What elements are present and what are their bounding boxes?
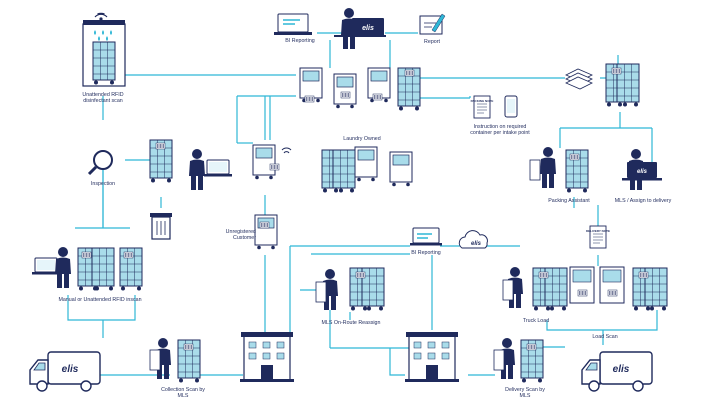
label-manual-rfid: Manual or Unattended RFID inscan	[58, 297, 142, 303]
worker-inspection-laptop	[189, 149, 233, 190]
delivery-scan-group	[493, 338, 544, 383]
packing-note-doc: PACKING NOTE	[471, 95, 494, 119]
label-mls-onroute: MLS On-Route Reassign	[321, 320, 381, 326]
label-load-scan: Load Scan	[592, 334, 618, 340]
svg-text:elis: elis	[637, 169, 648, 175]
label-bi-reporting-top: BI Reporting	[285, 38, 315, 44]
laundry-owned-group	[321, 146, 413, 193]
mls-onroute-group	[315, 267, 385, 311]
bi-reporting-mid-laptop	[410, 227, 442, 246]
label-inspection: Inspection	[90, 181, 116, 187]
truck-load-group	[502, 266, 668, 311]
center-washer-wifi	[252, 144, 292, 180]
svg-text:PACKING NOTE: PACKING NOTE	[471, 99, 494, 103]
svg-text:elis: elis	[471, 241, 482, 247]
truck-right-icon: elis	[581, 351, 653, 392]
cloud-icon: elis	[458, 230, 488, 249]
connector-lines	[67, 32, 658, 376]
cart-top-right	[605, 63, 640, 107]
trash-icon	[150, 213, 172, 240]
building-right-icon	[404, 331, 460, 383]
wifi-icon	[94, 12, 108, 21]
building-left-icon	[239, 331, 295, 383]
inspection-cart	[149, 139, 173, 183]
label-bi-reporting-mid: BI Reporting	[411, 250, 441, 256]
truck-left-icon: elis	[29, 351, 101, 392]
label-mls-assign: MLS / Assign to delivery	[614, 198, 672, 204]
phone-icon	[504, 95, 518, 118]
label-truck-load: Truck Load	[522, 318, 550, 324]
label-delivery-scan: Delivery Scan by MLS	[505, 387, 545, 399]
magnifier-icon	[87, 150, 113, 176]
label-packing-assistant: Packing Assistant	[548, 198, 590, 204]
label-instruction: Instruction on required container per in…	[470, 124, 530, 136]
paper-stack-icon	[565, 68, 593, 90]
report-clipboard-icon	[419, 13, 446, 35]
svg-text:elis: elis	[613, 364, 630, 375]
label-collection-scan: Collection Scan by MLS	[161, 387, 205, 399]
bi-reporting-laptop	[274, 13, 312, 35]
packing-assistant-group	[529, 147, 589, 193]
label-laundry-owned: Laundry Owned	[343, 136, 381, 142]
label-unregistered-customer: Unregistered Customer	[225, 229, 256, 241]
worker-at-laptop-top: elis	[334, 8, 386, 49]
mls-assign-laptop: elis	[622, 149, 662, 190]
top-container-row	[299, 67, 421, 111]
label-report: Report	[424, 39, 440, 45]
elis-logo-top: elis	[362, 25, 374, 32]
collection-scan-group	[149, 338, 201, 383]
label-unattended-rfid: Unattended RFID disinfectant scan	[82, 92, 124, 104]
rfid-station	[82, 20, 126, 87]
svg-text:elis: elis	[62, 364, 79, 375]
manual-rfid-group	[31, 247, 143, 291]
delivery-note-doc: DELIVERY NOTE	[586, 225, 610, 249]
svg-text:DELIVERY NOTE: DELIVERY NOTE	[586, 229, 610, 233]
unregistered-customer-container	[254, 214, 278, 250]
